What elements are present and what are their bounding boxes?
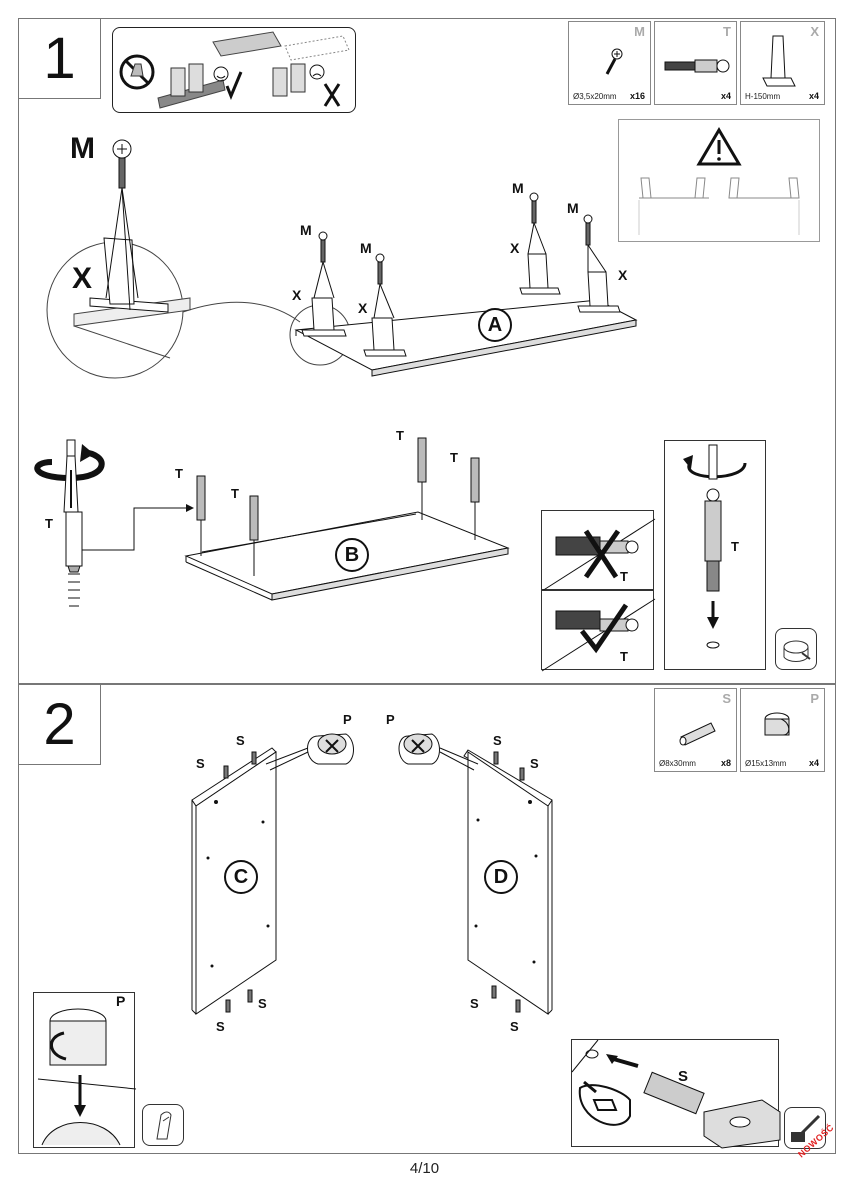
bracket-x-label-4: X	[618, 267, 628, 283]
screwdriver-rotate-icon	[683, 444, 747, 649]
panel-c-label: C	[224, 860, 258, 894]
dowel-s-label-6: S	[216, 1019, 225, 1034]
step2-frame	[18, 684, 836, 1154]
bolt-t-label-main: T	[45, 516, 53, 531]
dowel-s-label-5: S	[258, 996, 267, 1011]
connector-bolt-icon	[664, 59, 730, 73]
dowel-s-label-8: S	[510, 1019, 519, 1034]
part-s-letter: S	[722, 691, 731, 706]
surface-protection-notice	[112, 27, 356, 113]
part-s-qty: x8	[720, 758, 731, 768]
part-p-qty: x4	[808, 758, 819, 768]
dowel-s-label-2: S	[196, 756, 205, 771]
screw-m-label-4: M	[567, 200, 579, 216]
hand-press-tool-badge	[142, 1104, 184, 1146]
bolt-correct-insert: T	[541, 590, 656, 672]
part-x-size: H-150mm	[745, 92, 781, 101]
bolt-t-label-4: T	[450, 450, 458, 465]
hand-press-icon	[156, 1111, 172, 1140]
hammer-icon	[791, 1114, 821, 1142]
screw-m-label-3: M	[512, 180, 524, 196]
part-m-size: Ø3,5x20mm	[573, 92, 617, 101]
wrong-t-label: T	[620, 569, 628, 584]
detail-s-label: S	[678, 1068, 689, 1085]
leg-bracket-icon	[762, 35, 796, 87]
part-m-callout: M	[70, 132, 95, 165]
dowel-s-label-1: S	[236, 733, 245, 748]
cam-lock-insert-icon	[37, 1008, 137, 1146]
dowel-insert-detail: S	[571, 1039, 781, 1149]
hammer-tool-badge	[784, 1107, 826, 1149]
dowel-s-label-7: S	[470, 996, 479, 1011]
wrong-orientation-icon	[541, 518, 656, 592]
screwdriver-tool-badge	[775, 628, 817, 670]
bolt-screw-in-detail: T	[664, 440, 766, 670]
step1-number: 1	[19, 19, 101, 99]
cam-p-label-1: P	[343, 712, 352, 727]
dowel-s-label-3: S	[493, 733, 502, 748]
part-t-qty: x4	[720, 91, 731, 101]
step1-frame	[18, 18, 836, 684]
bracket-x-label-3: X	[510, 240, 520, 256]
part-x-letter: X	[810, 24, 819, 39]
part-x-qty: x4	[808, 91, 819, 101]
screwdriver-tool-icon	[783, 640, 811, 662]
correct-t-label: T	[620, 649, 628, 664]
bolt-t-label-2: T	[231, 486, 239, 501]
part-p-letter: P	[810, 691, 819, 706]
bolt-wrong-insert: T	[541, 510, 656, 592]
part-m-qty: x16	[629, 91, 645, 101]
part-s-size: Ø8x30mm	[659, 759, 696, 768]
panel-b-label: B	[335, 538, 369, 572]
step2-number: 2	[19, 685, 101, 765]
part-x-callout: X	[72, 262, 93, 295]
warning-icon	[638, 127, 800, 235]
panel-a-label: A	[478, 308, 512, 342]
screw-m-label-2: M	[360, 240, 372, 256]
cam-p-label-2: P	[386, 712, 395, 727]
part-t-letter: T	[723, 24, 731, 39]
part-p-box: P Ø15x13mm x4	[740, 688, 825, 772]
part-t-box: T x4	[654, 21, 737, 105]
page-number: 4/10	[409, 1160, 440, 1177]
dowel-icon	[679, 722, 716, 746]
part-m-box: M Ø3,5x20mm x16	[568, 21, 651, 105]
part-m-letter: M	[634, 24, 645, 39]
leg-orientation-warning	[618, 119, 820, 242]
bolt-t-label-1: T	[175, 466, 183, 481]
screw-icon	[605, 48, 623, 75]
screw-m-label-1: M	[300, 222, 312, 238]
dowel-s-label-4: S	[530, 756, 539, 771]
panel-d-label: D	[484, 860, 518, 894]
bracket-x-label-1: X	[292, 287, 302, 303]
part-s-box: S Ø8x30mm x8	[654, 688, 737, 772]
correct-orientation-icon	[541, 598, 656, 672]
detail-p-label: P	[116, 993, 126, 1009]
part-p-size: Ø15x13mm	[745, 759, 787, 768]
surface-protection-icon	[119, 31, 350, 109]
cam-lock-icon	[764, 712, 790, 736]
bracket-x-label-2: X	[358, 300, 368, 316]
detail-t-label: T	[731, 539, 739, 554]
bolt-t-label-3: T	[396, 428, 404, 443]
dowel-insert-icon	[571, 1039, 781, 1149]
cam-lock-insert-detail: P	[33, 992, 137, 1148]
part-x-box: X H-150mm x4	[740, 21, 825, 105]
